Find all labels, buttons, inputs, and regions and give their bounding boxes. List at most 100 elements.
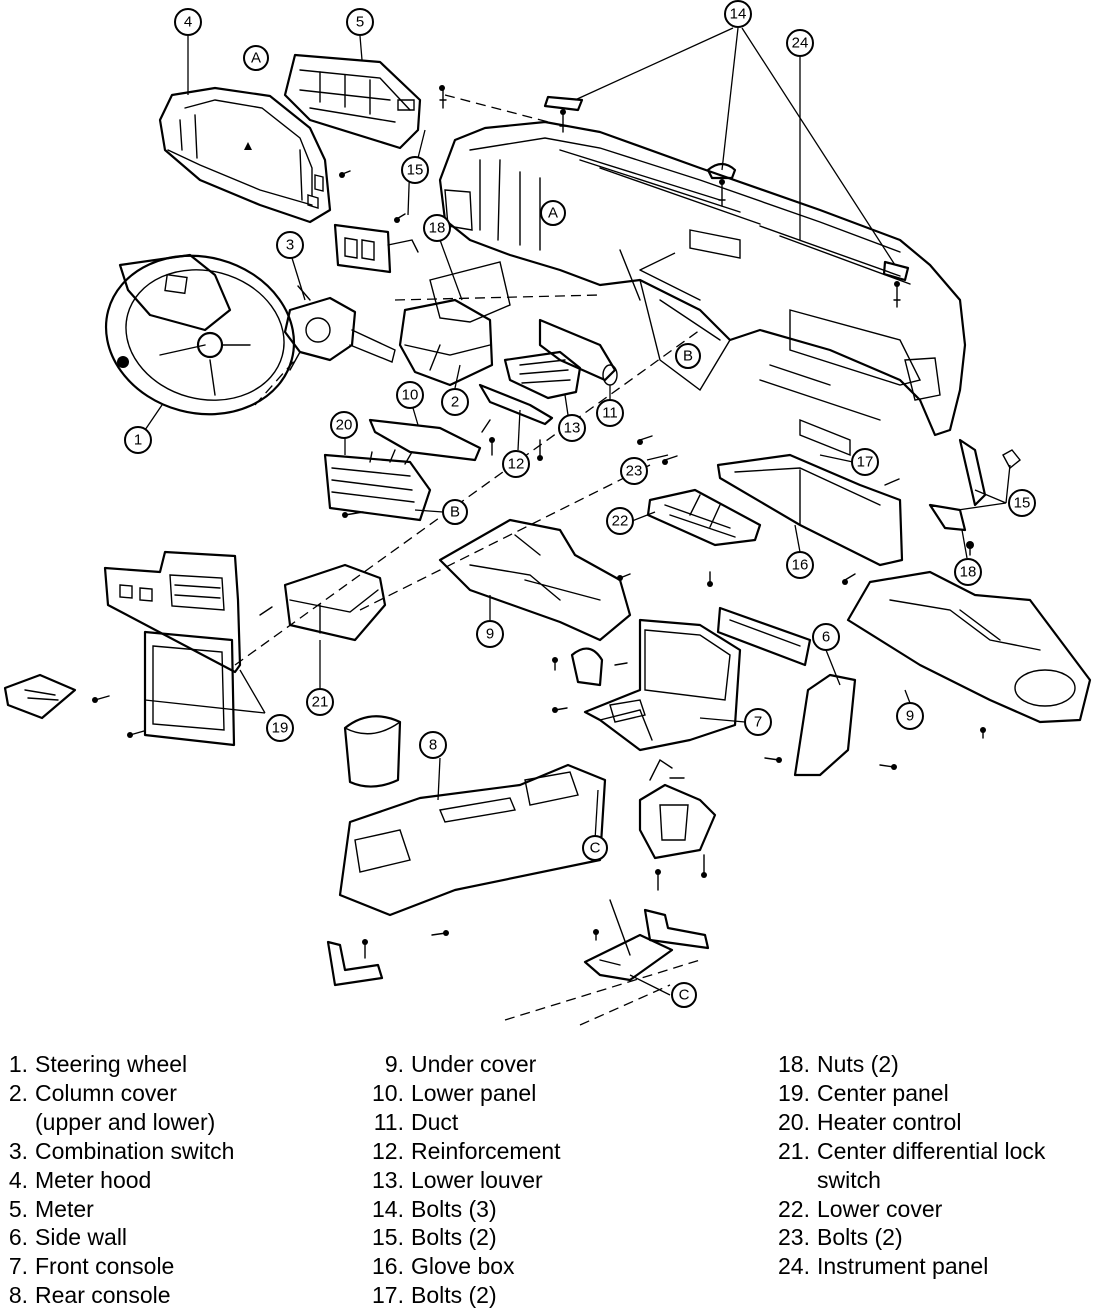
right-bracket-part bbox=[928, 438, 1021, 532]
callout-14: 14 bbox=[724, 0, 752, 28]
callout-2: 2 bbox=[441, 388, 469, 416]
cup-holder-part bbox=[343, 715, 402, 788]
callout-17: 17 bbox=[851, 448, 879, 476]
callout-8: 8 bbox=[419, 731, 447, 759]
legend-item: 12.Reinforcement bbox=[372, 1137, 561, 1164]
svg-text:24: 24 bbox=[792, 35, 809, 52]
callout-21: 21 bbox=[306, 688, 334, 716]
reinforcement-part bbox=[478, 383, 554, 426]
under-cover-right-part bbox=[846, 570, 1092, 724]
legend-item: 4.Meter hood bbox=[8, 1166, 152, 1193]
svg-text:15: 15 bbox=[1014, 495, 1031, 512]
callout-1: 1 bbox=[124, 426, 152, 454]
legend-item: 22.Lower cover bbox=[778, 1195, 943, 1222]
legend-item-continued: (upper and lower) bbox=[35, 1108, 216, 1135]
lower-cover-part bbox=[646, 488, 762, 547]
svg-text:6: 6 bbox=[822, 629, 830, 646]
callout-7: 7 bbox=[744, 708, 772, 736]
legend-column-1: 1.Steering wheel 2.Column cover (upper a… bbox=[6, 1050, 235, 1310]
callout-B-panel: B bbox=[675, 343, 701, 369]
bracket-part bbox=[716, 606, 812, 667]
callout-9-left: 9 bbox=[476, 620, 504, 648]
svg-text:A: A bbox=[548, 205, 558, 222]
callout-4: 4 bbox=[174, 8, 202, 36]
callouts: 4 5 14 24 3 15 18 2 1 10 20 11 12 13 23 … bbox=[124, 0, 1036, 1008]
callout-18-top: 18 bbox=[423, 214, 451, 242]
callout-B-heater: B bbox=[442, 499, 468, 525]
bolts bbox=[92, 85, 986, 959]
legend-item: 2.Column cover bbox=[8, 1079, 177, 1106]
svg-text:11: 11 bbox=[602, 405, 618, 422]
callout-20: 20 bbox=[330, 411, 358, 439]
svg-text:C: C bbox=[679, 987, 690, 1004]
alignment-lines bbox=[234, 94, 701, 1026]
lower-panel-part bbox=[368, 418, 482, 462]
clips-part bbox=[543, 95, 910, 282]
callout-12: 12 bbox=[502, 450, 530, 478]
svg-text:8: 8 bbox=[429, 737, 437, 754]
svg-text:B: B bbox=[683, 348, 693, 365]
meter-part bbox=[283, 53, 422, 150]
leader-lines bbox=[144, 27, 1011, 996]
callout-6: 6 bbox=[812, 623, 840, 651]
callout-16: 16 bbox=[786, 551, 814, 579]
legend-item: 19.Center panel bbox=[778, 1079, 949, 1106]
legend-item: 14.Bolts (3) bbox=[372, 1195, 497, 1222]
lower-louver-part bbox=[503, 350, 582, 400]
callout-10: 10 bbox=[396, 381, 424, 409]
legend-item: 13.Lower louver bbox=[372, 1166, 543, 1193]
instrument-panel-part bbox=[438, 120, 967, 457]
legend-column-2: 9.Under cover 10.Lower panel 11.Duct 12.… bbox=[366, 1050, 561, 1310]
legend-item: 1.Steering wheel bbox=[8, 1051, 188, 1077]
legend-item: 20.Heater control bbox=[778, 1108, 962, 1135]
svg-text:23: 23 bbox=[626, 463, 643, 480]
svg-text:A: A bbox=[251, 50, 261, 67]
legend-item: 5.Meter bbox=[8, 1195, 94, 1222]
legend-item: 9.Under cover bbox=[384, 1051, 537, 1077]
legend-item: 18.Nuts (2) bbox=[778, 1051, 899, 1077]
svg-text:12: 12 bbox=[508, 456, 525, 473]
meter-hood-part bbox=[158, 86, 332, 224]
svg-text:13: 13 bbox=[564, 420, 581, 437]
ashtray-part bbox=[3, 673, 77, 720]
callout-15-right: 15 bbox=[1008, 489, 1036, 517]
legend-item: 10.Lower panel bbox=[372, 1079, 537, 1106]
callout-5: 5 bbox=[346, 8, 374, 36]
legend-item: 16.Glove box bbox=[372, 1253, 515, 1280]
legend-item: 6.Side wall bbox=[8, 1224, 128, 1251]
svg-text:15: 15 bbox=[407, 162, 424, 179]
svg-text:4: 4 bbox=[184, 14, 192, 31]
combination-switch-part bbox=[283, 285, 396, 371]
shift-boot-part bbox=[638, 758, 717, 860]
callout-24: 24 bbox=[786, 29, 814, 57]
svg-text:19: 19 bbox=[272, 720, 289, 737]
legend-column-3: 18.Nuts (2) 19.Center panel 20.Heater co… bbox=[772, 1050, 1045, 1281]
svg-text:3: 3 bbox=[286, 237, 294, 254]
callout-A-meter: A bbox=[243, 45, 269, 71]
under-cover-left-part bbox=[438, 518, 632, 642]
legend-item: 23.Bolts (2) bbox=[778, 1224, 903, 1251]
legend-item: 24.Instrument panel bbox=[778, 1253, 989, 1280]
exploded-parts-diagram: 4 5 14 24 3 15 18 2 1 10 20 11 12 13 23 … bbox=[3, 0, 1092, 1026]
svg-text:10: 10 bbox=[402, 387, 419, 404]
legend-item: 15.Bolts (2) bbox=[372, 1224, 497, 1251]
svg-text:18: 18 bbox=[960, 564, 977, 581]
center-panel-part bbox=[103, 550, 242, 747]
svg-text:9: 9 bbox=[486, 626, 494, 643]
glove-box-part bbox=[716, 453, 904, 567]
switch-panel-part bbox=[333, 223, 419, 274]
legend-item: 3.Combination switch bbox=[8, 1137, 235, 1164]
callout-C-console: C bbox=[582, 835, 608, 861]
steering-wheel-part bbox=[104, 253, 296, 416]
side-wall-part bbox=[793, 673, 857, 777]
callout-3: 3 bbox=[276, 231, 304, 259]
heater-control-part bbox=[323, 449, 432, 522]
callout-9-right: 9 bbox=[896, 702, 924, 730]
shift-bracket-part bbox=[583, 899, 710, 982]
column-cover-part bbox=[398, 261, 511, 387]
svg-text:16: 16 bbox=[792, 557, 809, 574]
svg-text:14: 14 bbox=[730, 6, 747, 23]
legend-item: 7.Front console bbox=[8, 1253, 175, 1280]
legend-item: 17.Bolts (2) bbox=[372, 1282, 497, 1309]
svg-text:18: 18 bbox=[429, 220, 446, 237]
